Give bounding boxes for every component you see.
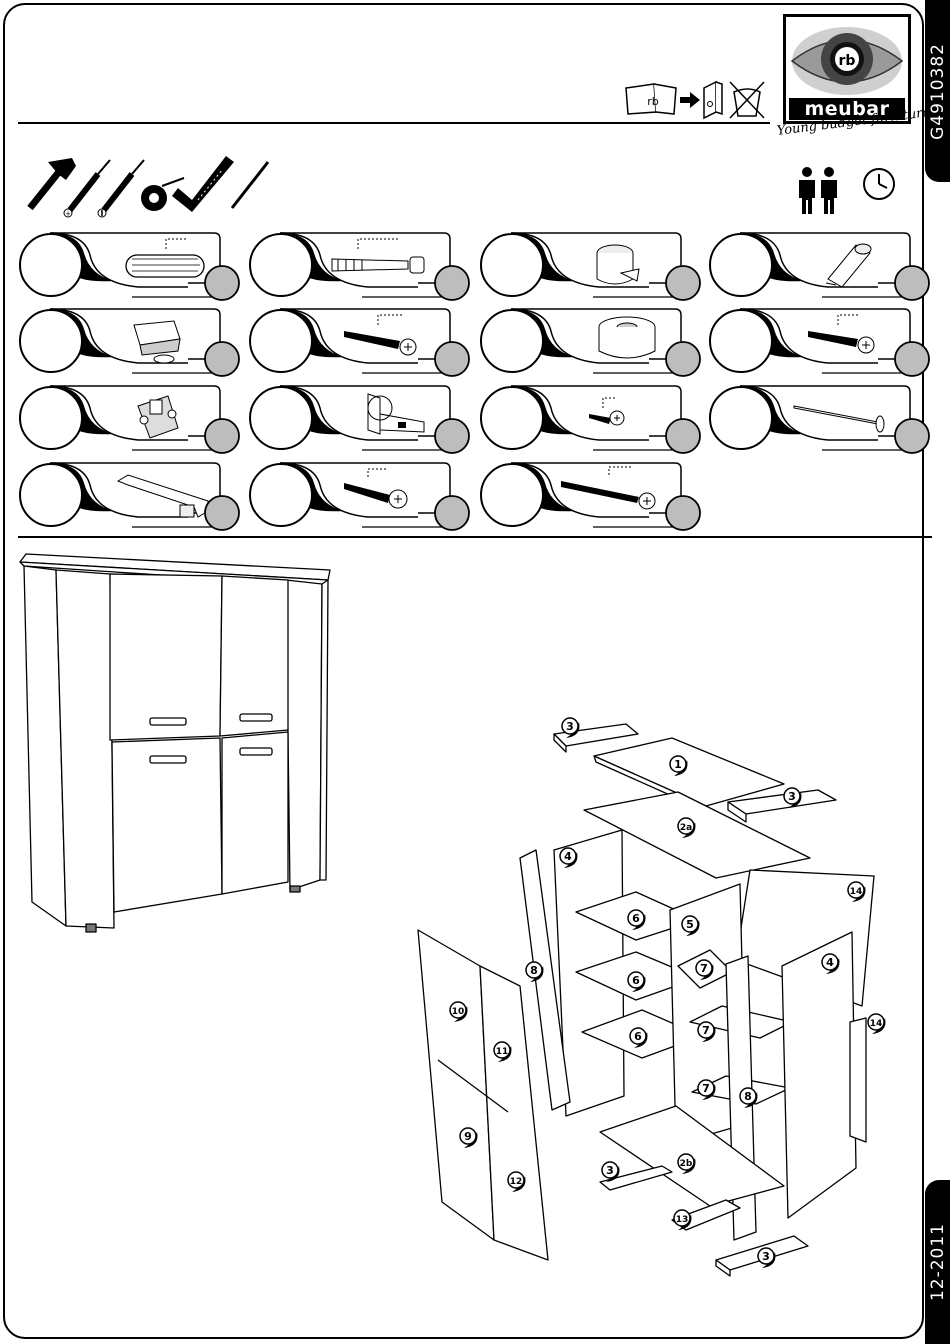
svg-text:3: 3 (606, 1164, 614, 1177)
svg-text:13: 13 (676, 1215, 689, 1225)
door-handle-icon (18, 461, 240, 531)
svg-text:2b: 2b (680, 1159, 693, 1169)
part-14-back-panel-lower (850, 1018, 866, 1142)
wood-screw-small-icon (708, 307, 930, 377)
header-divider (18, 122, 770, 124)
tools-row: + (22, 156, 272, 218)
svg-text:4: 4 (826, 956, 834, 969)
hardware-card-cabinet-hinge (248, 384, 470, 454)
svg-text:6: 6 (632, 974, 640, 987)
svg-text:7: 7 (700, 962, 708, 975)
hardware-card-short-screw (479, 384, 701, 454)
svg-text:3: 3 (788, 790, 796, 803)
document-code-tab: G4910382 (925, 0, 950, 182)
svg-text:6: 6 (634, 1030, 642, 1043)
hardware-divider (18, 536, 932, 538)
svg-text:11: 11 (496, 1047, 509, 1057)
handle-upper-left (150, 718, 186, 725)
svg-text:3: 3 (566, 720, 574, 733)
svg-text:4: 4 (564, 850, 572, 863)
two-persons-icon (799, 167, 837, 214)
upper-left-door (110, 574, 222, 740)
hardware-card-nail (708, 384, 930, 454)
pencil-icon (232, 162, 268, 208)
svg-text:8: 8 (744, 1090, 752, 1103)
svg-text:7: 7 (702, 1024, 710, 1037)
hardware-card-connector-bolt (708, 231, 930, 301)
svg-text:2a: 2a (680, 823, 692, 833)
hardware-card-wood-screw (248, 307, 470, 377)
foot-left (86, 924, 96, 932)
right-front-pillar (286, 580, 322, 890)
binder-icon (704, 82, 722, 118)
svg-text:+: + (65, 210, 71, 218)
logo-monogram: rb (839, 53, 856, 69)
svg-text:8: 8 (530, 964, 538, 977)
hardware-card-adjustable-foot (18, 307, 240, 377)
part-label-14: 14 (868, 1014, 885, 1034)
hardware-card-cam-bolt (248, 231, 470, 301)
lower-left-door (112, 738, 222, 912)
hardware-card-hinge-mounting-plate (18, 384, 240, 454)
assembled-cabinet-view (18, 550, 338, 940)
lower-right-door (222, 732, 288, 894)
hardware-card-handle-screw (248, 461, 470, 531)
wooden-dowel-icon (18, 231, 240, 301)
cabinet-hinge-icon (248, 384, 470, 454)
svg-text:10: 10 (452, 1007, 465, 1017)
pre-assembly-icons: rb (620, 78, 770, 122)
handle-upper-right (240, 714, 272, 721)
svg-text:6: 6 (632, 912, 640, 925)
hardware-card-wooden-dowel (18, 231, 240, 301)
document-date: 12-2011 (928, 1223, 948, 1301)
handle-lower-left (150, 756, 186, 763)
document-code: G4910382 (928, 43, 948, 140)
hammer-icon (30, 158, 76, 208)
left-front-pillar (56, 570, 114, 928)
arrow-right-icon (680, 92, 700, 108)
hardware-card-door-handle (18, 461, 240, 531)
part-4-right-side (782, 932, 856, 1218)
hardware-card-long-screw (479, 461, 701, 531)
svg-text:1: 1 (674, 758, 682, 771)
hardware-card-plastic-foot-cap (479, 307, 701, 377)
manual-book-icon: rb (626, 84, 676, 114)
cam-bolt-icon (248, 231, 470, 301)
long-screw-icon (479, 461, 701, 531)
svg-text:7: 7 (702, 1082, 710, 1095)
hinge-mounting-plate-icon (18, 384, 240, 454)
svg-text:14: 14 (850, 887, 863, 897)
handle-lower-right (240, 748, 272, 755)
hardware-card-wood-screw-small (708, 307, 930, 377)
svg-text:12: 12 (510, 1177, 523, 1187)
foot-right (290, 886, 300, 892)
nail-icon (708, 384, 930, 454)
wood-screw-icon (248, 307, 470, 377)
short-screw-icon (479, 384, 701, 454)
svg-text:9: 9 (464, 1130, 472, 1143)
svg-text:5: 5 (686, 918, 694, 931)
requirements-row (795, 166, 905, 218)
part-label-3: 3 (758, 1248, 775, 1268)
svg-text:14: 14 (870, 1019, 883, 1029)
clock-icon (864, 169, 894, 199)
hardware-card-cam-lock (479, 231, 701, 301)
document-date-tab: 12-2011 (925, 1180, 950, 1344)
svg-text:3: 3 (762, 1250, 770, 1263)
handle-screw-icon (248, 461, 470, 531)
square-ruler-icon (172, 156, 234, 212)
flathead-screwdriver-icon (98, 160, 144, 217)
upper-right-door (220, 576, 288, 736)
cam-lock-icon (479, 231, 701, 301)
plastic-foot-cap-icon (479, 307, 701, 377)
adjustable-foot-icon (18, 307, 240, 377)
connector-bolt-icon (708, 231, 930, 301)
no-wet-cleaning-icon (730, 82, 764, 118)
manual-monogram: rb (647, 95, 659, 108)
